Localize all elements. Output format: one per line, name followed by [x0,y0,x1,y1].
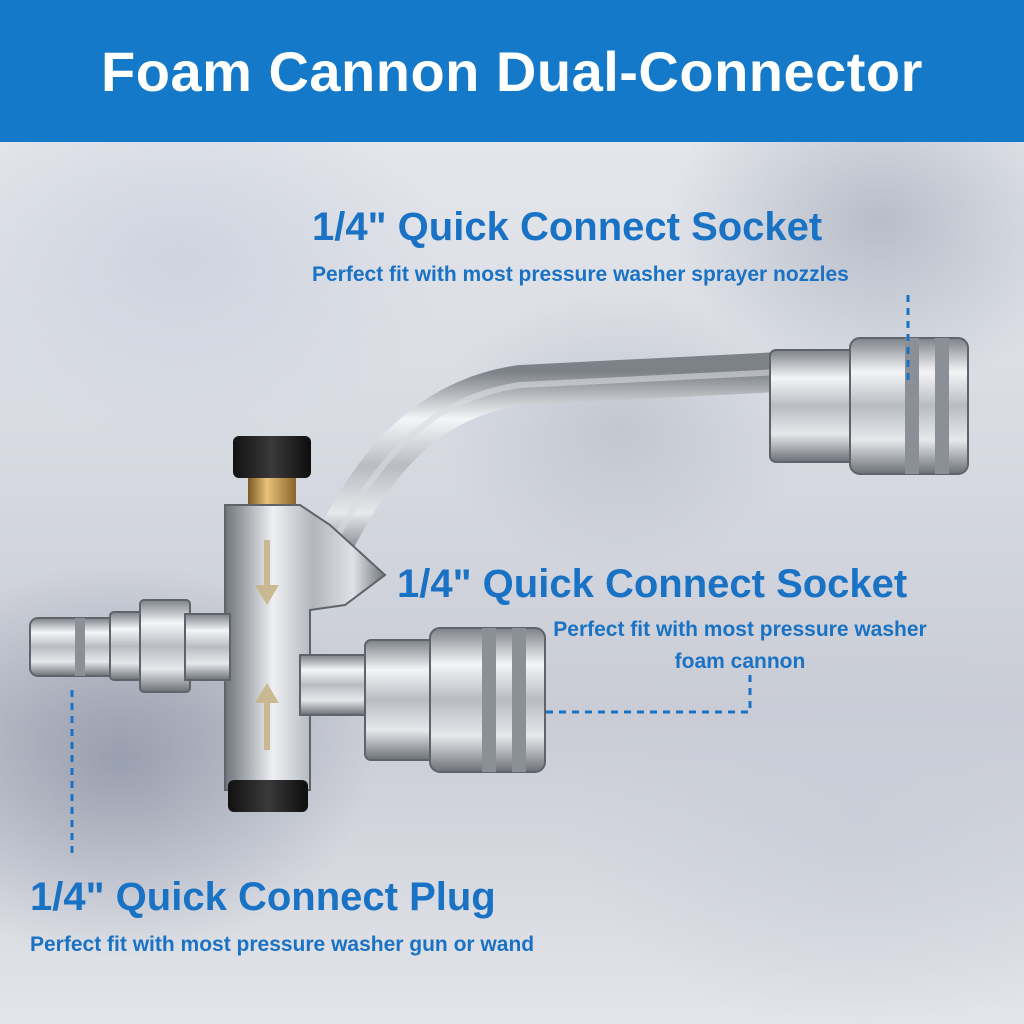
middle-socket-subtitle-line2: foam cannon [674,650,806,673]
middle-socket-title: 1/4" Quick Connect Socket [397,562,908,606]
top-knob [233,436,311,478]
middle-quick-connect-socket [299,627,546,773]
plug-subtitle: Perfect fit with most pressure washer gu… [30,933,535,956]
top-socket-title: 1/4" Quick Connect Socket [312,205,823,249]
middle-socket-subtitle-line1: Perfect fit with most pressure washer [553,618,927,641]
curved-tube [307,352,781,569]
page-title: Foam Cannon Dual-Connector [101,39,923,103]
plug-title: 1/4" Quick Connect Plug [30,875,496,919]
middle-socket-subtitle: Perfect fit with most pressure washer fo… [490,614,990,678]
leader-line-middle [540,675,752,714]
left-quick-connect-plug [29,599,231,693]
title-banner: Foam Cannon Dual-Connector [0,0,1024,142]
bottom-knob [228,780,308,812]
valve-body [224,504,387,791]
top-socket-subtitle: Perfect fit with most pressure washer sp… [312,263,849,286]
top-quick-connect-socket [769,337,969,475]
